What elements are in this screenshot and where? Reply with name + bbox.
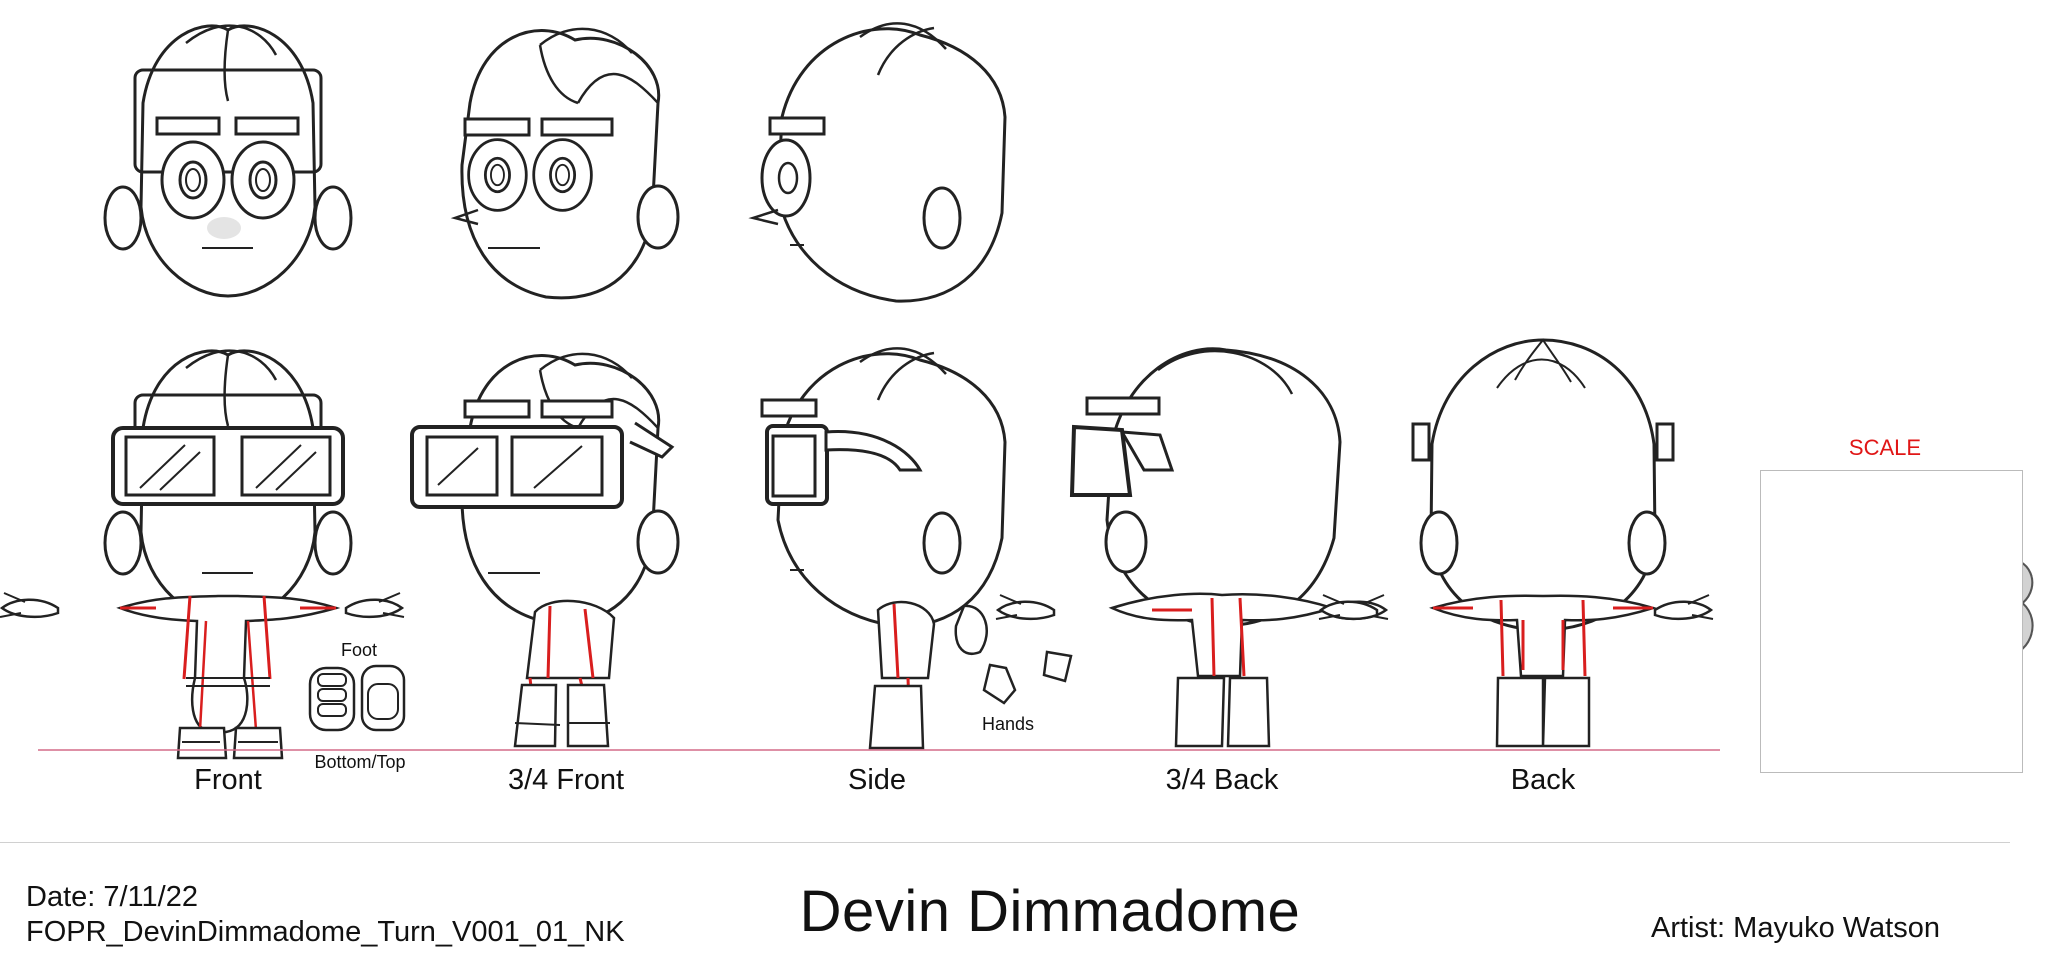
date-text: Date: 7/11/22	[26, 881, 198, 913]
bottom-top-label: Bottom/Top	[314, 752, 406, 772]
view-label-three-quarter-front: 3/4 Front	[507, 764, 625, 796]
view-label-three-quarter-back: 3/4 Back	[1165, 764, 1279, 796]
footer-divider	[0, 842, 2010, 843]
scale-reference-box	[1760, 470, 2023, 773]
scale-title: SCALE	[1848, 435, 1922, 460]
view-label-front: Front	[194, 764, 262, 796]
view-label-back: Back	[1510, 764, 1576, 796]
view-label-side: Side	[847, 764, 907, 796]
artist-credit: Artist: Mayuko Watson	[1650, 912, 1940, 944]
foot-bottom-detail	[308, 664, 406, 732]
file-name-text: FOPR_DevinDimmadome_Turn_V001_01_NK	[26, 916, 625, 948]
foot-label: Foot	[340, 640, 378, 660]
character-name: Devin Dimmadome	[799, 879, 1301, 944]
footer-metadata: Date: 7/11/22 FOPR_DevinDimmadome_Turn_V…	[26, 880, 625, 950]
hands-label: Hands	[981, 714, 1035, 734]
